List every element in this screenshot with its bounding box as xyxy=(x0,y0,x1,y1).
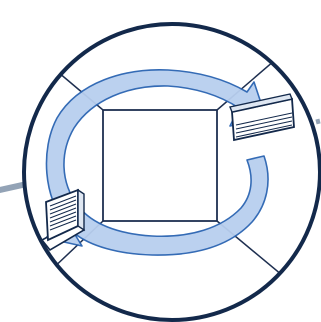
heater-grille-line xyxy=(49,215,77,227)
heater-grille-line xyxy=(49,207,77,219)
ac-vent-line xyxy=(235,116,293,130)
heater-grille-line xyxy=(49,203,77,215)
heater-side xyxy=(77,188,85,232)
wall-air-conditioner-icon xyxy=(229,93,295,142)
ac-vent-line xyxy=(235,124,293,138)
heater-grille-line xyxy=(49,211,77,223)
floor-heater-icon xyxy=(40,188,86,252)
heater-grille-line xyxy=(49,219,77,231)
ac-top-face xyxy=(229,93,293,113)
room-back-wall xyxy=(102,109,218,222)
ac-vent-line xyxy=(235,120,293,134)
ac-vent-line xyxy=(235,112,293,126)
heater-grille-line xyxy=(49,195,77,207)
outer-circle xyxy=(22,22,321,322)
right-pipe-stub xyxy=(315,118,321,125)
heater-grille-line xyxy=(49,199,77,211)
room-perspective xyxy=(24,29,311,291)
